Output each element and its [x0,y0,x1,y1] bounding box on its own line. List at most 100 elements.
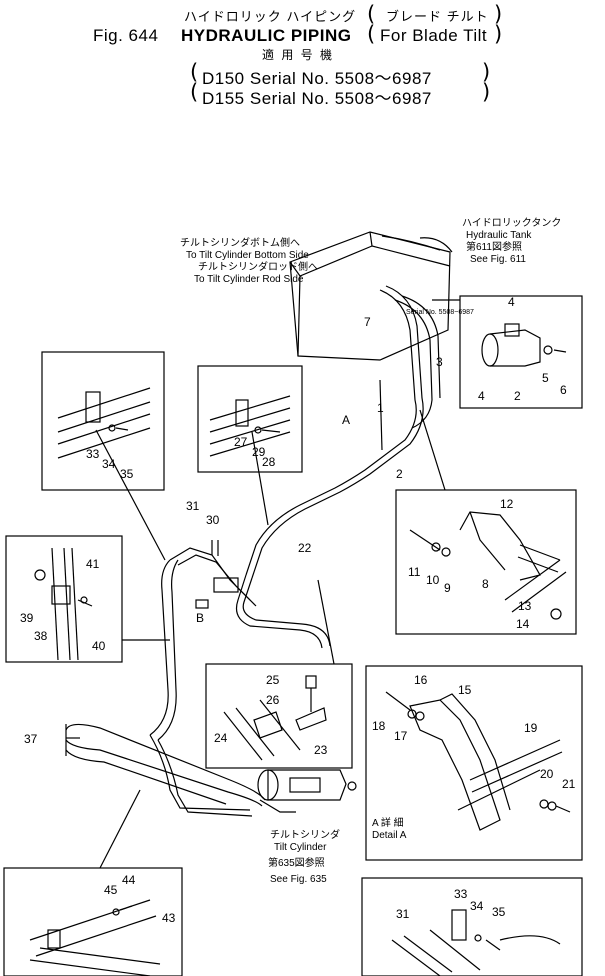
paren-open-4: ( [190,80,199,104]
tank-jp: ハイドロリックタンク [462,217,561,229]
inset-clamp-38 [5,535,123,663]
part-21: 21 [562,777,576,791]
part-6: 6 [560,383,567,397]
title-jp: ハイドロリック ハイピング [184,9,357,24]
part-34b: 34 [470,899,484,913]
leader-clamp-33 [95,429,166,561]
tank-ref-en: See Fig. 611 [470,254,526,265]
part-28: 28 [262,455,276,469]
inset-clamp-43 [3,867,183,976]
callout-labels: ハイドロリックタンク Hydraulic Tank 第611図参照 See Fi… [180,217,561,885]
part-38: 38 [34,629,48,643]
part-31b: 31 [396,907,410,921]
part-2-inset: 2 [514,389,521,403]
figure-header: ハイドロリック ハイピング ( ブレード チルト ) Fig. 644 HYDR… [0,0,605,110]
part-41: 41 [86,557,100,571]
inset-clamp-24 [205,663,353,769]
part-2: 2 [396,467,403,481]
view-b-label: B [196,611,204,625]
paren-open-2: ( [367,22,376,46]
inset-detail-a [365,665,583,861]
part-30: 30 [206,513,220,527]
rod-en: To Tilt Cylinder Rod Side [194,274,304,285]
part-11: 11 [408,565,421,579]
leader-clamp-24 [317,579,335,665]
serial-d155: D155 Serial No. 5508～6987 [202,89,432,108]
part-37: 37 [24,732,38,746]
part-8: 8 [482,577,489,591]
part-35: 35 [120,467,134,481]
part-10: 10 [426,573,440,587]
part-33: 33 [86,447,100,461]
applicable-jp: 適 用 号 機 [262,48,335,62]
pipe-22 [235,574,331,649]
leader-detail-8 [419,409,446,491]
part-4-inset: 4 [478,389,485,403]
view-a-label: A [342,413,350,427]
part-45: 45 [104,883,118,897]
part-19: 19 [524,721,538,735]
part-31: 31 [186,499,200,513]
inset-detail-8 [395,489,577,635]
part-22: 22 [298,541,312,555]
part-23: 23 [314,743,328,757]
part-3: 3 [436,355,443,369]
cyl-ref-en: See Fig. 635 [270,874,327,885]
paren-close-3: ) [482,60,491,84]
part-12: 12 [500,497,514,511]
paren-close-4: ) [482,80,491,104]
part-5: 5 [542,371,549,385]
part-4: 4 [508,295,515,309]
part-9: 9 [444,581,451,595]
detail-a-en: Detail A [372,830,407,841]
cyl-en: Tilt Cylinder [274,842,327,853]
tank-ref-jp: 第611図参照 [466,240,522,253]
subtitle-jp: ブレード チルト [386,9,489,24]
part-29: 29 [252,445,266,459]
rod-jp: チルトシリンダロッド側へ [198,260,318,273]
paren-close-2: ) [494,22,503,46]
part-34: 34 [102,457,116,471]
part-44: 44 [122,873,136,887]
inset-clamp-33 [41,351,165,491]
tank-en: Hydraulic Tank [466,230,532,241]
figure-title: HYDRAULIC PIPING [181,26,352,45]
serial-note: Serial No. 5508~6987 [406,309,474,316]
tilt-cylinder [257,769,357,813]
part-27: 27 [234,435,248,449]
figure-subtitle: For Blade Tilt [380,26,488,45]
hoses-37 [65,723,266,817]
part-7: 7 [364,315,371,329]
part-numbers: 1 2 2 3 4 4 5 6 7 8 9 10 11 12 13 14 15 … [20,295,576,925]
part-15: 15 [458,683,472,697]
part-24: 24 [214,731,228,745]
cyl-ref-jp: 第635図参照 [268,856,325,869]
pipe-30-31 [149,540,257,741]
part-14: 14 [516,617,530,631]
paren-open-3: ( [190,60,199,84]
part-35b: 35 [492,905,506,919]
part-43: 43 [162,911,176,925]
bottom-jp: チルトシリンダボトム側へ [180,236,300,249]
cyl-jp: チルトシリンダ [270,828,340,841]
part-40: 40 [92,639,106,653]
inset-tank-fitting [459,295,583,409]
main-pipe-1 [379,295,441,451]
paren-open-1: ( [367,2,376,26]
detail-a-jp: A 詳 細 [372,816,404,829]
block-b [195,577,239,609]
part-25: 25 [266,673,280,687]
part-39: 39 [20,611,34,625]
part-33b: 33 [454,887,468,901]
hydraulic-tank [289,231,453,361]
paren-close-1: ) [494,2,503,26]
part-17: 17 [394,729,408,743]
inset-clamp-33b [361,877,583,976]
part-18: 18 [372,719,386,733]
part-16: 16 [414,673,428,687]
part-13: 13 [518,599,532,613]
part-26: 26 [266,693,280,707]
inset-clamp-27 [197,365,303,473]
serial-d150: D150 Serial No. 5508～6987 [202,69,432,88]
